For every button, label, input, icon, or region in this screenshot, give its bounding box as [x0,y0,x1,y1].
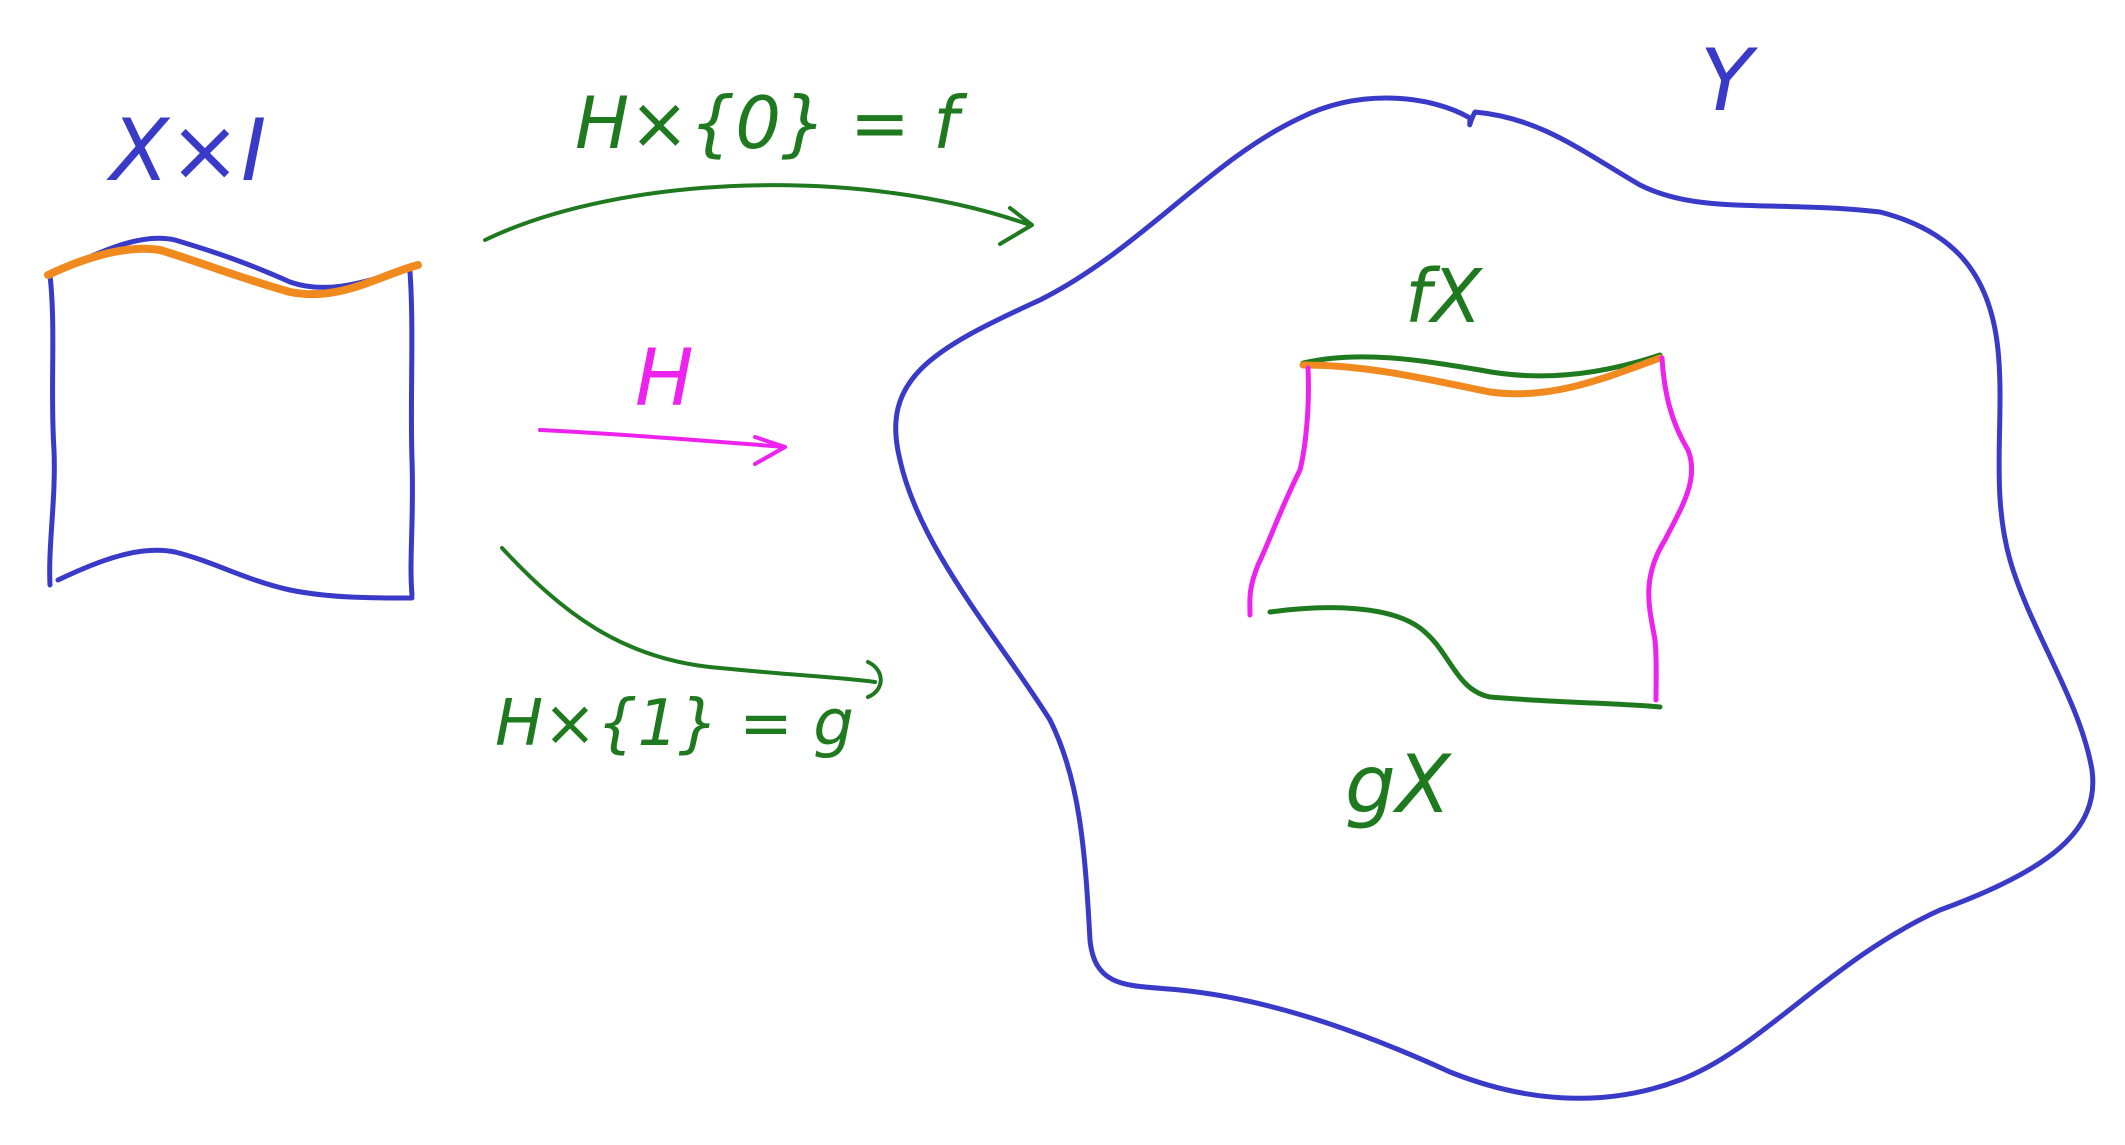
middle-arrow-head [753,435,787,466]
target-space: Y [893,31,2096,1101]
bottom-arrow: H×{1} = g [495,546,883,761]
image-top-label: fX [1405,254,1484,340]
image-left-magenta-edge [1247,365,1311,618]
top-arrow: H×{0} = f [483,81,1034,246]
image-bottom-green-curve [1267,605,1663,710]
top-arrow-label: H×{0} = f [575,81,968,165]
domain-right-edge [407,269,415,598]
bottom-arrow-label: H×{1} = g [495,687,854,761]
domain-bottom-edge [55,547,415,601]
top-arrow-head [998,206,1034,246]
domain-space-label: X×I [106,101,266,201]
middle-arrow-shaft [538,428,787,449]
domain-top-highlight [44,244,422,299]
bottom-arrow-head [866,660,883,699]
domain-left-edge [47,272,57,588]
bottom-arrow-shaft [500,546,877,684]
homotopy-image: fX gX [1247,254,1695,831]
domain-space: X×I [44,101,422,601]
target-space-label: Y [1700,31,1759,131]
middle-arrow: H [538,334,787,466]
image-bottom-label: gX [1345,738,1453,831]
domain-top-edge [47,235,415,290]
middle-arrow-label: H [635,334,694,424]
target-space-outline [893,95,2096,1101]
image-right-magenta-edge [1646,355,1695,703]
top-arrow-shaft [483,183,1032,242]
image-top-green-curve [1300,352,1663,379]
image-top-orange-curve [1299,354,1664,398]
